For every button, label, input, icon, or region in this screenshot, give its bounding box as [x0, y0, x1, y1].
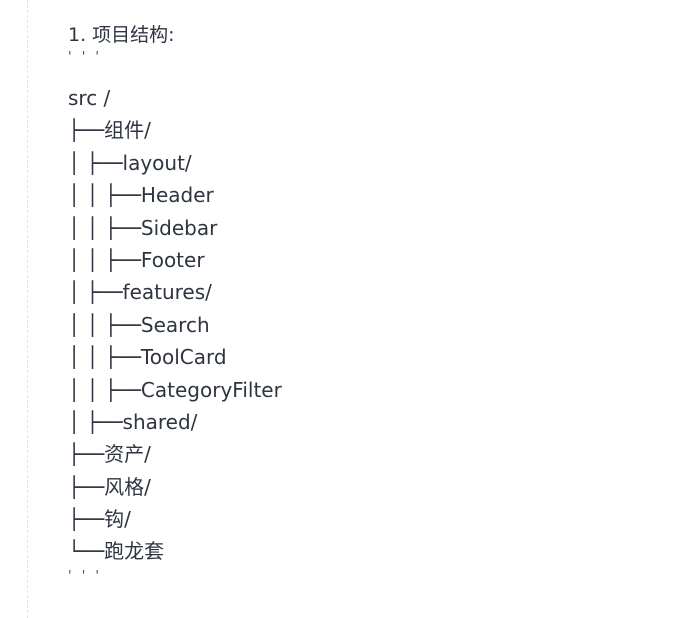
- project-structure-tree: src / ├──组件/ │ ├──layout/ │ │ ├──Header …: [68, 82, 282, 568]
- tree-line-utils: └──跑龙套: [68, 539, 165, 564]
- tree-line-src: src /: [68, 86, 111, 110]
- tree-line-components: ├──组件/: [68, 118, 151, 143]
- tree-line-sidebar: │ │ ├──Sidebar: [68, 215, 218, 240]
- left-guide-line: [27, 0, 28, 618]
- tree-line-header: │ │ ├──Header: [68, 183, 214, 208]
- tree-line-categoryfilter: │ │ ├──CategoryFilter: [68, 377, 282, 402]
- section-heading: 1. 项目结构:: [68, 24, 175, 46]
- document-content: 1. 项目结构: ' ' ' src / ├──组件/ │ ├──layout/…: [68, 20, 282, 584]
- code-fence-open: ' ' ': [68, 50, 102, 65]
- tree-line-hooks: ├──钩/: [68, 507, 131, 532]
- tree-line-layout: │ ├──layout/: [68, 150, 192, 175]
- tree-line-toolcard: │ │ ├──ToolCard: [68, 345, 227, 370]
- tree-line-shared: │ ├──shared/: [68, 409, 198, 434]
- tree-line-search: │ │ ├──Search: [68, 312, 210, 337]
- tree-line-footer: │ │ ├──Footer: [68, 247, 205, 272]
- code-fence-close: ' ' ': [68, 568, 102, 584]
- tree-line-assets: ├──资产/: [68, 442, 151, 467]
- tree-line-styles: ├──风格/: [68, 474, 151, 499]
- tree-line-features: │ ├──features/: [68, 280, 212, 305]
